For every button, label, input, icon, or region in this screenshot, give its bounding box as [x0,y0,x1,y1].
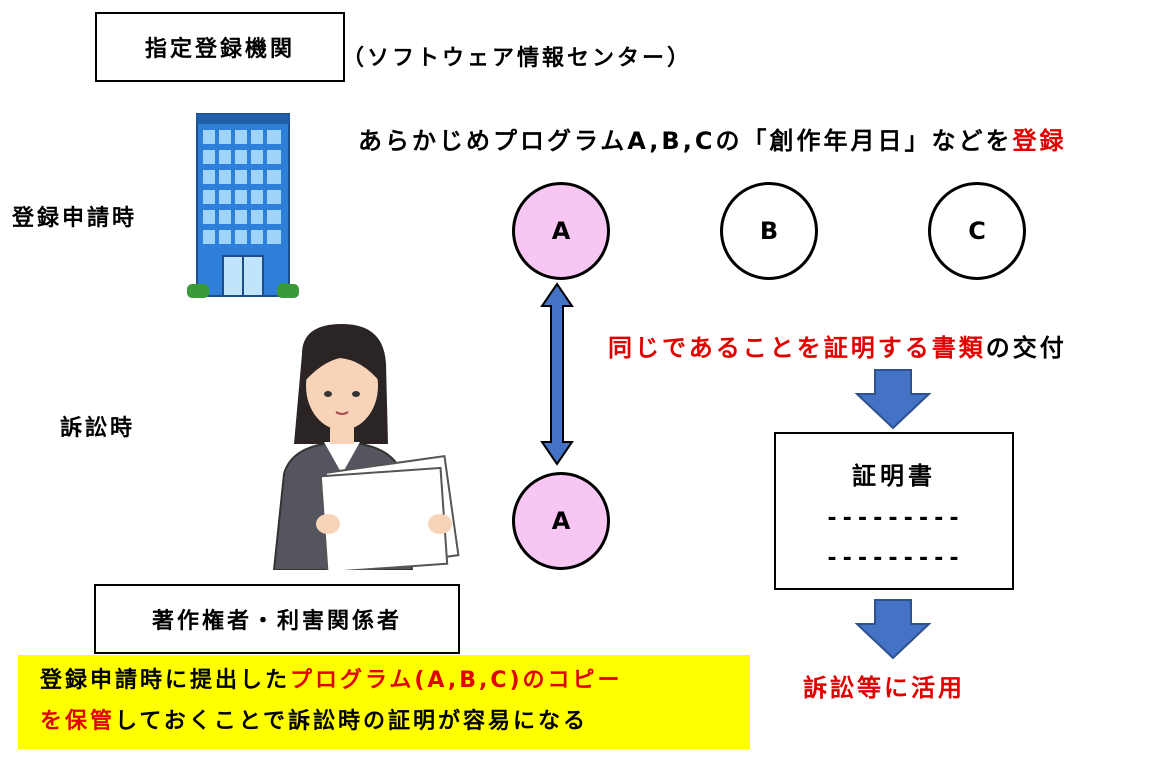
businesswoman-reading-icon [272,324,460,570]
registry-sub-label: （ソフトウェア情報センター） [342,46,693,71]
down-arrow-icon [854,369,932,430]
registry-label: 指定登録機関 [144,37,295,62]
headline-emphasis: 登録 [1012,127,1067,155]
program-c-label: C [968,217,986,245]
program-a-circle: A [512,182,610,280]
usage-text: 訴訟等に活用 [803,674,965,702]
holder-label: 著作権者・利害関係者 [151,609,402,634]
note-line-1-text: 登録申請時に提出した [40,668,291,693]
certificate-line-2: --------- [825,546,963,571]
program-c-circle: C [928,182,1026,280]
program-b-label: B [759,217,779,245]
program-a-label: A [551,217,571,245]
note-line-2-text: しておくことで訴訟時の証明が容易になる [115,709,589,734]
certificate-document: 証明書 --------- --------- [774,432,1014,590]
note-line-1-emphasis: プログラム(A,B,C)のコピー [290,668,623,693]
program-a-copy-label: A [551,507,571,535]
double-arrow-icon [540,282,574,466]
issuance-text: 同じであることを証明する書類の交付 [608,328,1067,363]
phase-litigation-label: 訴訟時 [60,416,136,441]
headline: あらかじめプログラムA,B,Cの「創作年月日」などを登録 [358,121,1066,156]
program-b-circle: B [720,182,818,280]
note-panel: 登録申請時に提出したプログラム(A,B,C)のコピー を保管しておくことで訴訟時… [18,655,750,749]
office-building-icon [187,113,299,298]
headline-text: あらかじめプログラムA,B,Cの「創作年月日」などを [358,127,1013,155]
certificate-title: 証明書 [852,462,936,490]
note-line-1: 登録申請時に提出したプログラム(A,B,C)のコピー [40,660,750,701]
phase-registration-label: 登録申請時 [12,206,138,231]
certificate-line-1: --------- [825,506,963,531]
issuance-suffix: の交付 [985,334,1067,362]
program-a-copy-circle: A [512,472,610,570]
issuance-emphasis: 同じであることを証明する書類 [608,334,986,362]
down-arrow-icon [854,599,932,660]
note-line-2: を保管しておくことで訴訟時の証明が容易になる [40,701,750,742]
note-line-2-emphasis: を保管 [40,709,116,734]
registry-box: 指定登録機関 [95,12,345,82]
holder-box: 著作権者・利害関係者 [94,584,460,654]
